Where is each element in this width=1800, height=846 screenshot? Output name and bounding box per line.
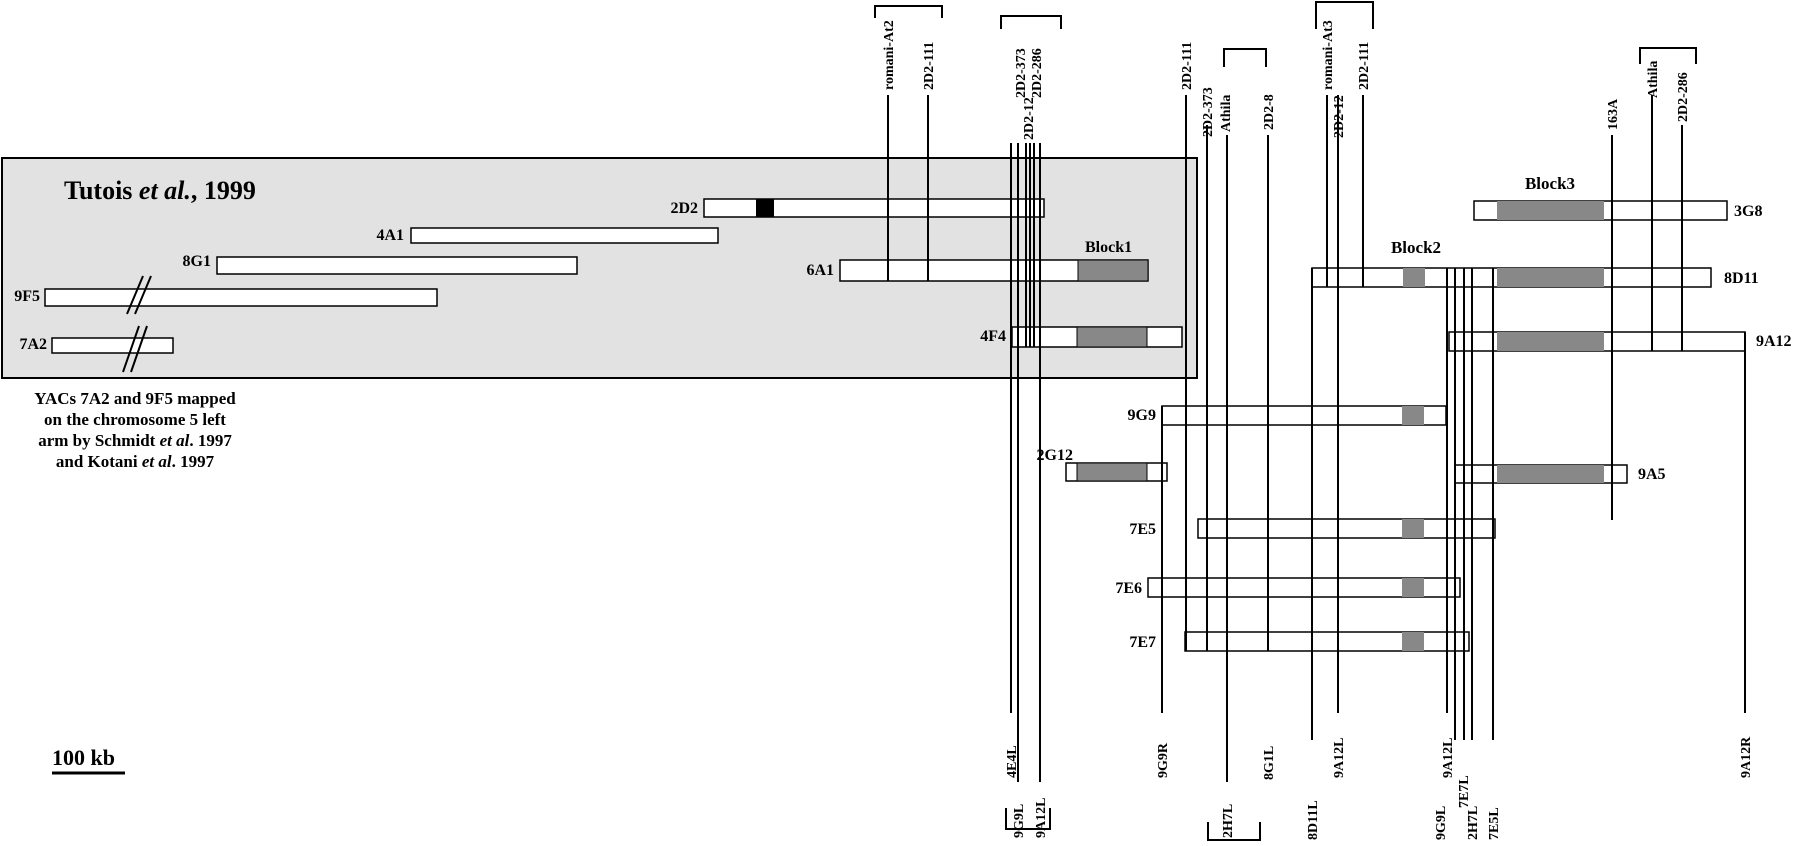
svg-text:8G1L: 8G1L [1262, 746, 1277, 780]
svg-text:Athila: Athila [1219, 95, 1234, 132]
svg-text:2D2-12: 2D2-12 [1332, 95, 1347, 138]
yac-8D11: 8D11 Block2 [1311, 238, 1759, 288]
svg-text:7E5: 7E5 [1129, 521, 1156, 538]
yac-7E7: 7E7 [1129, 631, 1470, 652]
svg-text:Block3: Block3 [1525, 174, 1575, 193]
svg-text:Athila: Athila [1646, 61, 1661, 98]
svg-text:Block1: Block1 [1085, 239, 1132, 256]
svg-text:2H7L: 2H7L [1221, 804, 1236, 838]
svg-text:2D2-286: 2D2-286 [1030, 48, 1045, 98]
svg-text:2D2-111: 2D2-111 [1357, 42, 1372, 90]
svg-text:9A5: 9A5 [1638, 466, 1666, 483]
yac-4A1: 4A1 [376, 227, 719, 244]
svg-text:romani-At2: romani-At2 [882, 20, 897, 90]
svg-text:Block2: Block2 [1391, 238, 1441, 257]
svg-text:9F5: 9F5 [14, 288, 40, 305]
yac-7E6: 7E6 [1115, 577, 1461, 598]
svg-text:7A2: 7A2 [19, 336, 47, 353]
yac-9A5: 9A5 [1454, 464, 1666, 484]
svg-text:4F4: 4F4 [980, 328, 1006, 345]
svg-text:2D2-8: 2D2-8 [1262, 94, 1277, 130]
yac-9G9: 9G9 [1128, 405, 1447, 426]
svg-text:2D2-12: 2D2-12 [1022, 97, 1037, 140]
svg-text:9A12: 9A12 [1756, 333, 1792, 350]
svg-text:7E7L: 7E7L [1457, 775, 1472, 808]
svg-text:8G1: 8G1 [183, 253, 211, 270]
svg-text:8D11L: 8D11L [1306, 800, 1321, 840]
top-marker-labels: romani-At2 2D2-111 2D2-373 2D2-286 2D2-1… [882, 20, 1691, 140]
citation-label: Tutois et al., 1999 [64, 176, 256, 205]
svg-text:4A1: 4A1 [376, 227, 404, 244]
svg-text:9G9R: 9G9R [1156, 742, 1171, 778]
svg-text:2D2-111: 2D2-111 [922, 42, 937, 90]
yac-8G1: 8G1 [183, 253, 578, 275]
yac-mapping-caption: YACs 7A2 and 9F5 mapped on the chromosom… [34, 389, 236, 471]
marker-lines [887, 95, 1746, 782]
svg-text:8D11: 8D11 [1724, 270, 1759, 287]
svg-text:2H7L: 2H7L [1466, 806, 1481, 840]
svg-text:2G12: 2G12 [1037, 447, 1073, 464]
yac-2G12: 2G12 [1037, 447, 1168, 482]
svg-text:100 kb: 100 kb [52, 745, 115, 770]
yac-7A2: 7A2 [19, 325, 174, 373]
yac-3G8: 3G8 Block3 [1473, 174, 1762, 221]
bottom-marker-labels: 4E4L 9G9L 9A12L 9G9R 2H7L 8G1L 8D11L 9A1… [1005, 736, 1754, 840]
yac-2D2: 2D2 [670, 198, 1045, 218]
svg-text:2D2-373: 2D2-373 [1201, 87, 1216, 137]
svg-text:7E7: 7E7 [1129, 634, 1156, 651]
svg-text:2D2-373: 2D2-373 [1014, 48, 1029, 98]
svg-text:6A1: 6A1 [806, 262, 834, 279]
svg-text:9A12L: 9A12L [1441, 738, 1456, 778]
yac-7E5: 7E5 [1129, 518, 1496, 539]
svg-text:9G9L: 9G9L [1012, 804, 1027, 838]
svg-text:4E4L: 4E4L [1005, 745, 1020, 778]
svg-text:7E6: 7E6 [1115, 580, 1142, 597]
svg-text:3G8: 3G8 [1734, 203, 1762, 220]
yac-9A12: 9A12 [1448, 331, 1792, 352]
svg-text:9A12L: 9A12L [1332, 738, 1347, 778]
svg-text:9A12R: 9A12R [1739, 736, 1754, 778]
svg-text:2D2: 2D2 [670, 200, 698, 217]
svg-text:2D2-111: 2D2-111 [1180, 42, 1195, 90]
yac-9F5: 9F5 [14, 275, 438, 315]
svg-text:romani-At3: romani-At3 [1321, 20, 1336, 90]
svg-text:9G9: 9G9 [1128, 407, 1156, 424]
scale-bar: 100 kb [52, 745, 125, 775]
svg-text:9G9L: 9G9L [1434, 806, 1449, 840]
svg-text:2D2-286: 2D2-286 [1676, 72, 1691, 122]
yac-6A1: 6A1 Block1 [806, 239, 1149, 282]
svg-text:163A: 163A [1606, 98, 1621, 130]
marker-brackets [874, 1, 1697, 841]
svg-text:7E5L: 7E5L [1487, 807, 1502, 840]
svg-text:9A12L: 9A12L [1034, 798, 1049, 838]
